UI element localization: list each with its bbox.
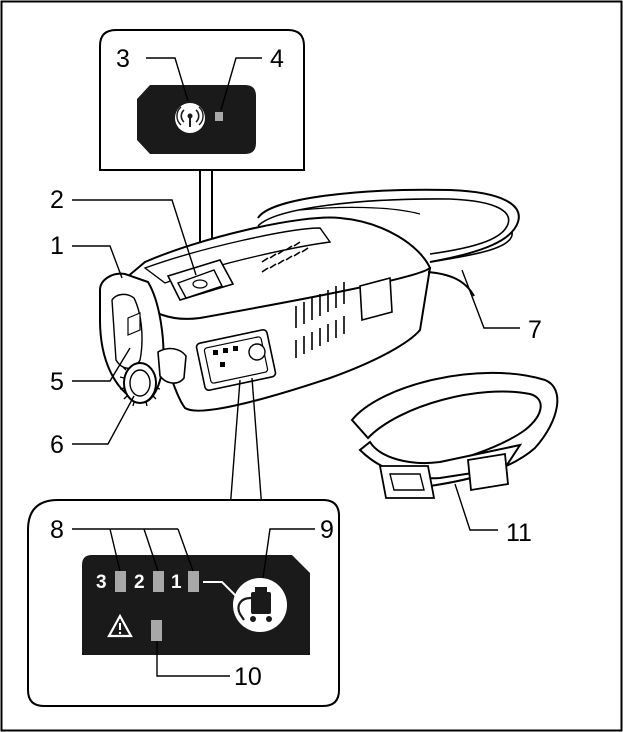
callout-6: 6 <box>50 431 64 459</box>
strap <box>350 371 559 499</box>
wireless-lamp <box>215 112 223 121</box>
leader-lines <box>72 199 520 531</box>
callout-8: 8 <box>50 516 64 544</box>
vent-grille <box>261 241 345 358</box>
level-1-label: 1 <box>171 572 182 593</box>
level-2-lamp <box>153 571 164 592</box>
callout-1: 1 <box>50 232 64 260</box>
warning-icon <box>107 613 133 638</box>
callout-2: 2 <box>50 186 64 214</box>
wire-loop <box>257 188 520 263</box>
level-2-label: 2 <box>134 572 145 593</box>
callout-11: 11 <box>506 519 532 547</box>
top-inset: 3 4 <box>99 29 305 171</box>
callout-10: 10 <box>234 663 262 691</box>
level-1-lamp <box>188 571 199 592</box>
callout-9: 9 <box>320 516 334 544</box>
adjustment-dial <box>119 362 161 407</box>
warning-lamp <box>151 620 162 641</box>
callout-7: 7 <box>528 316 542 344</box>
level-3-lamp <box>115 571 126 592</box>
bottom-inset: 3 2 1 8 <box>27 499 340 707</box>
callout-3: 3 <box>116 45 130 73</box>
level-3-label: 3 <box>96 572 107 593</box>
callout-5: 5 <box>50 368 64 396</box>
dust-extractor-icon <box>233 578 287 632</box>
callout-4: 4 <box>270 45 284 73</box>
wireless-activation-icon <box>175 103 205 133</box>
